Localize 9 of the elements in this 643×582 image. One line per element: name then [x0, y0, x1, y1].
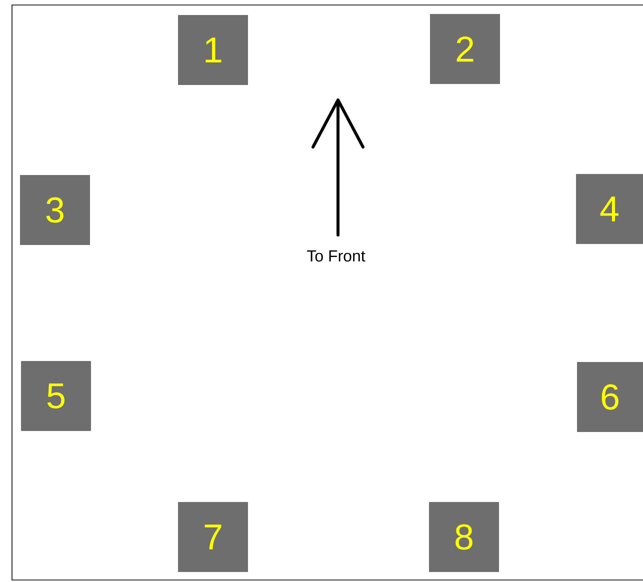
- numbered-box: 1: [178, 15, 248, 85]
- arrow-label: To Front: [307, 250, 366, 262]
- numbered-box: 6: [577, 362, 643, 432]
- numbered-box: 4: [576, 174, 643, 244]
- numbered-box: 2: [430, 14, 500, 84]
- numbered-box: 5: [21, 361, 91, 431]
- numbered-box: 8: [429, 502, 499, 572]
- numbered-box: 7: [178, 502, 248, 572]
- numbered-box: 3: [20, 175, 90, 245]
